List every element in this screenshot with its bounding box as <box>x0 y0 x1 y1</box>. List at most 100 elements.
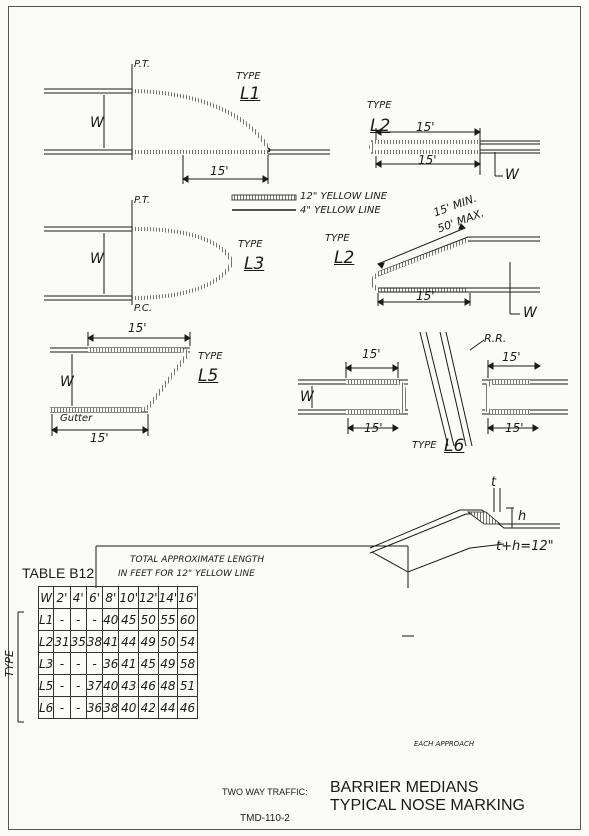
type-l1-sketch <box>44 64 330 184</box>
pt-marker-l1: P.T. <box>134 59 150 70</box>
l6-right-top-length: 15' <box>502 350 521 364</box>
table-cell: 38 <box>85 630 104 653</box>
legend-thin-label: 4" YELLOW LINE <box>300 205 381 216</box>
l1-length-label: 15' <box>210 164 229 178</box>
table-row-type: L6 <box>37 696 55 719</box>
table-cell: 60 <box>177 608 198 631</box>
l1-width-label: W <box>90 115 104 131</box>
l6-left-top-length: 15' <box>362 347 381 361</box>
table-cell: - <box>85 652 104 675</box>
table-header-cell: 6' <box>85 586 104 609</box>
l2-short-type-label: TYPE <box>367 100 392 111</box>
legend-thick-label: 12" YELLOW LINE <box>300 191 388 202</box>
each-approach-note: EACH APPROACH <box>414 740 475 748</box>
table-cell: 36 <box>85 696 104 719</box>
table-cell: 49 <box>138 630 159 653</box>
curb-total-label: t+h=12" <box>496 539 554 554</box>
type-l3-sketch <box>44 200 235 305</box>
l3-width-label: W <box>90 251 104 267</box>
table-cell: 45 <box>118 608 140 631</box>
table-cell: 37 <box>85 674 104 697</box>
l2-short-name: L2 <box>370 116 391 136</box>
l6-left-bottom-length: 15' <box>364 421 383 435</box>
table-cell: 35 <box>69 630 87 653</box>
l5-gutter-label: Gutter <box>60 413 93 424</box>
table-title: TABLE B12 <box>22 565 95 581</box>
table-header-cell: 12' <box>138 586 159 609</box>
table-header-cell: 14' <box>157 586 179 609</box>
table-header-cell: 10' <box>118 586 140 609</box>
sheet-border <box>8 6 581 830</box>
table-header-cell: 4' <box>69 586 87 609</box>
table-cell: 51 <box>177 674 198 697</box>
sheet-title-line2: TYPICAL NOSE MARKING <box>330 797 525 814</box>
l1-name: L1 <box>240 84 261 104</box>
table-cell: 36 <box>102 652 120 675</box>
l2-short-top-length: 15' <box>416 120 435 134</box>
l2-long-name: L2 <box>334 248 355 268</box>
table-cell: 48 <box>157 674 179 697</box>
l5-name: L5 <box>198 366 219 386</box>
table-cell: 40 <box>102 674 120 697</box>
l6-width-label: W <box>300 389 314 405</box>
l6-type-label: TYPE <box>412 440 437 451</box>
table-cell: 46 <box>138 674 159 697</box>
table-cell: - <box>53 652 71 675</box>
type-l5-sketch <box>50 332 191 436</box>
table-header-cell: 16' <box>177 586 198 609</box>
drawing-number: TMD-110-2 <box>240 813 290 824</box>
sheet-title-line1: BARRIER MEDIANS <box>330 779 479 796</box>
table-row-type: L2 <box>37 630 55 653</box>
l2-long-type-label: TYPE <box>325 233 350 244</box>
table-header-cell: 2' <box>53 586 71 609</box>
table-bracket <box>17 545 414 723</box>
table-cell: 45 <box>138 652 159 675</box>
table-header-w: W <box>37 586 55 609</box>
l3-type-label: TYPE <box>238 239 263 250</box>
table-cell: - <box>53 674 71 697</box>
table-cell: 42 <box>138 696 159 719</box>
table-cell: - <box>69 674 87 697</box>
table-cell: 46 <box>177 696 198 719</box>
l5-bottom-length: 15' <box>90 431 109 445</box>
curb-section-sketch <box>369 488 560 573</box>
table-caption-line2: IN FEET FOR 12" YELLOW LINE <box>118 569 255 579</box>
table-cell: - <box>53 608 71 631</box>
legend-swatches <box>231 194 297 211</box>
traffic-label: TWO WAY TRAFFIC: <box>222 787 308 797</box>
table-row-type: L3 <box>37 652 55 675</box>
table-header-cell: 8' <box>102 586 120 609</box>
table-side-label: TYPE <box>2 608 18 718</box>
table-cell: - <box>69 696 87 719</box>
table-cell: 50 <box>157 630 179 653</box>
table-cell: 50 <box>138 608 159 631</box>
l5-type-label: TYPE <box>198 351 223 362</box>
table-row-type: L1 <box>37 608 55 631</box>
table-cell: 41 <box>118 652 140 675</box>
pt-marker-l3: P.T. <box>134 195 150 206</box>
table-row-type: L5 <box>37 674 55 697</box>
l1-type-label: TYPE <box>236 71 261 82</box>
rr-marker: R.R. <box>484 332 507 345</box>
l5-top-length: 15' <box>128 321 147 335</box>
curb-h-label: h <box>518 509 527 524</box>
table-cell: 44 <box>118 630 140 653</box>
table-caption-line1: TOTAL APPROXIMATE LENGTH <box>130 555 265 565</box>
l2-long-width-label: W <box>523 305 537 321</box>
table-cell: 41 <box>102 630 120 653</box>
table-cell: 38 <box>102 696 120 719</box>
table-cell: - <box>69 608 87 631</box>
table-cell: - <box>69 652 87 675</box>
table-cell: 55 <box>157 608 179 631</box>
l6-right-bottom-length: 15' <box>505 421 524 435</box>
pc-marker-l3: P.C. <box>134 303 152 314</box>
type-l6-sketch <box>298 331 568 447</box>
l2-long-bottom-length: 15' <box>416 289 435 303</box>
table-cell: - <box>53 696 71 719</box>
